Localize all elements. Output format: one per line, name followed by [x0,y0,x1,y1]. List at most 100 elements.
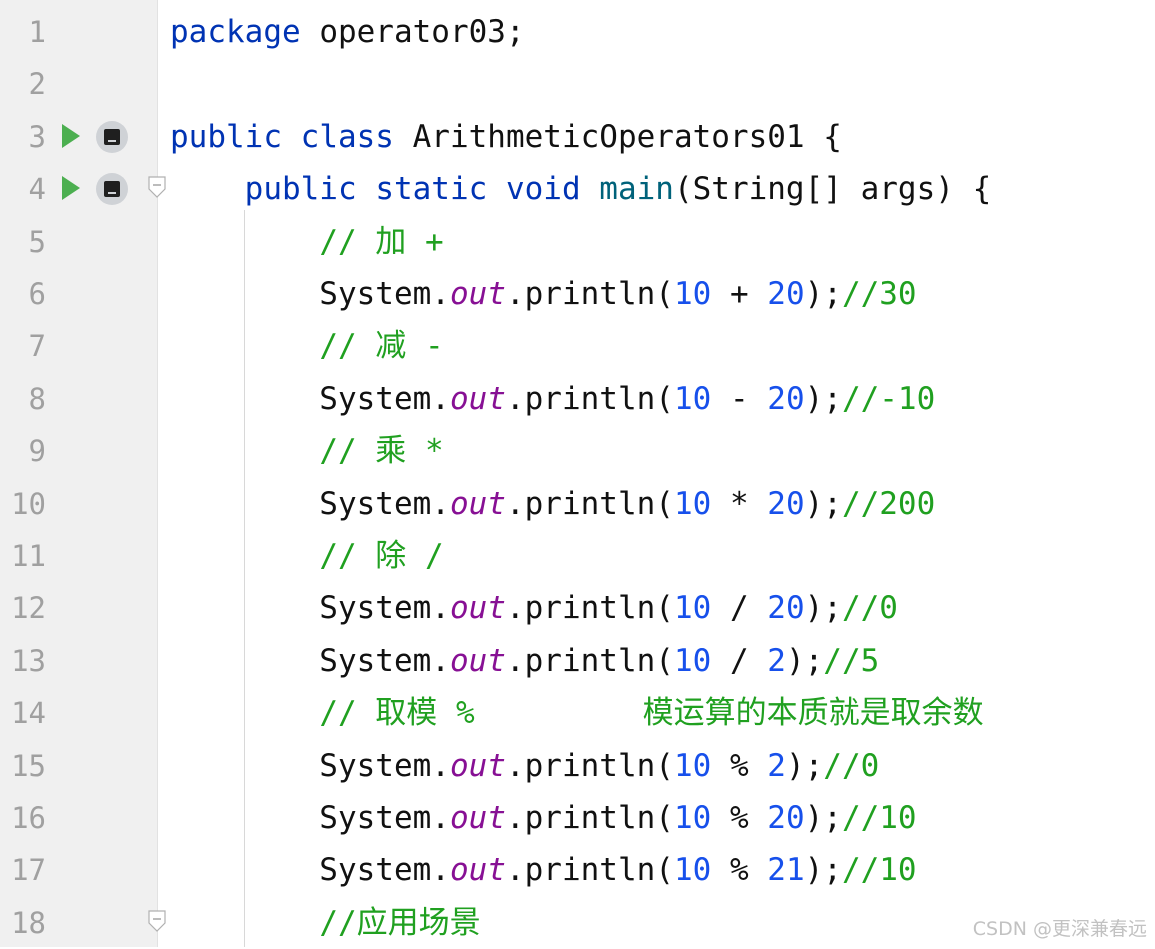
token [282,119,301,155]
token: //200 [841,485,936,522]
code-text: System.out.println(10 - 20);//-10 [170,373,935,425]
line-number: 9 [28,434,46,469]
token: main [599,171,674,208]
code-line-18[interactable]: 18 //应用场景 [0,897,1155,949]
line-number: 11 [11,539,46,573]
code-line-11[interactable]: 11 // 除 / [0,530,1155,582]
line-number: 16 [11,801,46,835]
code-text: public class ArithmeticOperators01 { [170,111,842,163]
token: System. [170,642,450,679]
token: .println( [505,747,674,784]
code-text: // 减 - [170,320,444,372]
line-number: 14 [11,696,46,731]
token: void [505,171,581,208]
token: ); [804,852,842,889]
token: 20 [767,276,805,312]
code-line-13[interactable]: 13 System.out.println(10 / 2);//5 [0,635,1155,687]
token: //-10 [841,380,936,417]
token [170,433,319,469]
code-text: // 取模 % 模运算的本质就是取余数 [170,687,984,739]
token: package [170,14,301,50]
code-text: System.out.println(10 / 20);//0 [170,582,898,634]
token: .println( [505,800,674,836]
token: .println( [505,642,674,679]
token: out [449,747,506,784]
run-icon[interactable] [62,123,80,148]
token: //0 [823,747,880,784]
code-text: package operator03; [170,6,525,58]
token: out [449,276,506,312]
token: //10 [841,800,917,836]
line-number: 12 [11,591,46,626]
token: 10 [673,852,712,889]
token [170,171,245,207]
token: // 减 - [319,328,444,365]
token: 10 [673,485,712,522]
code-line-2[interactable]: 2 [0,58,1155,110]
code-text: // 加 + [170,216,443,268]
token: ); [804,590,842,627]
code-line-5[interactable]: 5 // 加 + [0,216,1155,268]
run-icon[interactable] [62,176,80,201]
token: System. [170,800,450,836]
fold-icon[interactable] [147,175,167,199]
token: 10 [673,747,712,784]
token: public [170,118,282,155]
token: //0 [841,590,898,627]
code-line-6[interactable]: 6 System.out.println(10 + 20);//30 [0,268,1155,320]
indent-guide [244,210,245,947]
token: // 乘 * [319,433,444,470]
token [170,905,319,941]
token: // 取模 % 模运算的本质就是取余数 [319,695,984,732]
token: 20 [767,590,805,627]
code-text: System.out.println(10 + 20);//30 [170,268,917,320]
token: 2 [767,642,786,679]
code-line-8[interactable]: 8 System.out.println(10 - 20);//-10 [0,373,1155,425]
token: System. [170,380,450,417]
token: //30 [841,276,917,312]
code-line-12[interactable]: 12 System.out.println(10 / 20);//0 [0,582,1155,634]
code-line-4[interactable]: 4 public static void main(String[] args)… [0,163,1155,215]
line-number: 6 [28,277,46,311]
code-line-14[interactable]: 14 // 取模 % 模运算的本质就是取余数 [0,687,1155,739]
debug-icon[interactable] [96,120,128,153]
token: 21 [767,852,805,889]
code-line-9[interactable]: 9 // 乘 * [0,425,1155,477]
token [170,224,319,260]
token: .println( [505,590,674,627]
token: System. [170,852,450,889]
token [357,171,376,207]
code-text: System.out.println(10 / 2);//5 [170,635,879,687]
token: 20 [767,800,805,836]
token: * [711,485,768,522]
debug-icon[interactable] [96,173,128,206]
token: 10 [673,276,712,312]
token: ); [804,380,842,417]
token: ); [804,485,842,522]
token [170,538,319,574]
code-text: System.out.println(10 % 21);//10 [170,844,917,896]
token: out [449,380,506,417]
code-line-10[interactable]: 10 System.out.println(10 * 20);//200 [0,478,1155,530]
line-number: 7 [28,329,46,364]
token: / [711,590,768,627]
code-line-16[interactable]: 16 System.out.println(10 % 20);//10 [0,792,1155,844]
token: static [375,171,488,208]
token: - [711,380,768,417]
token: class [300,118,394,155]
fold-icon[interactable] [147,909,167,933]
code-line-7[interactable]: 7 // 减 - [0,320,1155,372]
code-line-17[interactable]: 17 System.out.println(10 % 21);//10 [0,844,1155,896]
token: ); [785,747,824,784]
token: % [711,800,768,836]
token: //10 [841,852,917,889]
token [170,695,319,731]
code-text: public static void main(String[] args) { [170,163,992,215]
editor-gutter [0,0,158,947]
token: System. [170,276,450,312]
code-line-15[interactable]: 15 System.out.println(10 % 2);//0 [0,740,1155,792]
token: System. [170,747,450,784]
token: out [449,590,506,627]
